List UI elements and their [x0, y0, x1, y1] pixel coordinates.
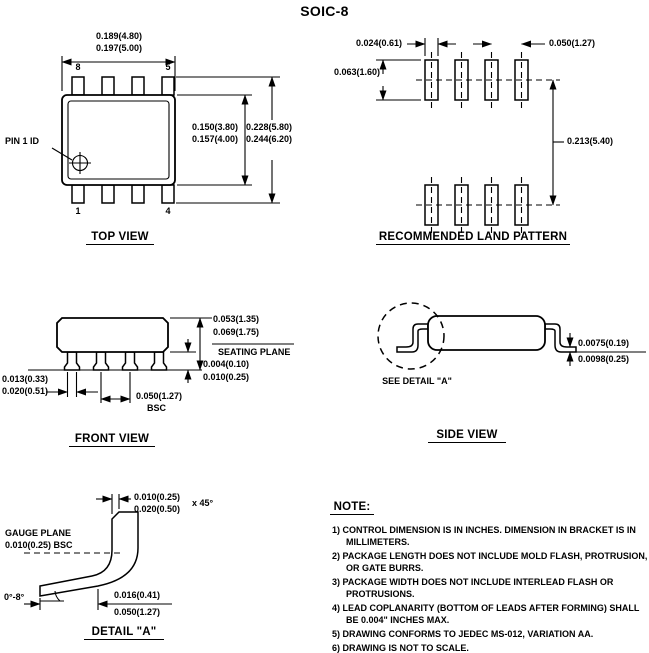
note-item: 5) DRAWING CONFORMS TO JEDEC MS-012, VAR…	[332, 629, 594, 639]
front-view-dimension-lines	[46, 317, 294, 403]
note-item: 4) LEAD COPLANARITY (BOTTOM OF LEADS AFT…	[332, 603, 640, 625]
dim-side-lead-thickness-max: 0.0098(0.25)	[578, 354, 630, 364]
land-pattern-pads	[424, 59, 529, 226]
detail-a-dimension-lines	[24, 494, 172, 610]
dim-front-lead-width-max: 0.020(0.51)	[2, 386, 49, 396]
lead	[121, 351, 139, 371]
detail-a-drawing	[24, 494, 172, 610]
dim-top-overall-span-max: 0.244(6.20)	[246, 134, 293, 144]
seating-plane-label: SEATING PLANE	[218, 347, 291, 357]
dim-detail-foot-length-min: 0.016(0.41)	[114, 590, 161, 600]
detail-a-lead	[39, 511, 139, 597]
side-view-dimension-lines	[566, 333, 646, 366]
land-pattern-drawing	[376, 38, 564, 233]
front-view-caption: FRONT VIEW	[69, 432, 155, 447]
dim-detail-foot-angle: 0°-8°	[4, 592, 25, 602]
pin-number-1: 1	[75, 206, 81, 216]
note-item: 2) PACKAGE LENGTH DOES NOT INCLUDE MOLD …	[332, 551, 648, 573]
pin	[101, 76, 115, 96]
side-view-lead-left	[396, 323, 429, 353]
side-view-lead-right	[544, 323, 577, 353]
dim-front-standoff-max: 0.010(0.25)	[203, 372, 250, 382]
side-view-body	[427, 315, 546, 351]
dim-front-height-min: 0.053(1.35)	[213, 314, 260, 324]
dim-top-body-width-min: 0.189(4.80)	[95, 31, 143, 41]
pin	[161, 76, 175, 96]
pin1-id-marker	[69, 152, 91, 174]
pin	[71, 184, 85, 204]
dim-detail-chamfer-max: 0.020(0.50)	[134, 504, 181, 514]
package-body-inner-outline	[67, 100, 170, 180]
dim-top-body-depth-min: 0.150(3.80)	[191, 122, 238, 132]
note-item: 1) CONTROL DIMENSION IS IN INCHES. DIMEN…	[332, 525, 636, 547]
dim-detail-chamfer-min: 0.010(0.25)	[134, 492, 181, 502]
pin	[161, 184, 175, 204]
dim-top-body-width-max: 0.197(5.00)	[95, 43, 143, 53]
pin-number-4: 4	[165, 206, 171, 216]
dim-land-row-span: 0.213(5.40)	[567, 136, 614, 146]
dim-detail-chamfer-angle: x 45°	[192, 498, 214, 508]
pin-number-8: 8	[75, 62, 81, 72]
note-item: 3) PACKAGE WIDTH DOES NOT INCLUDE INTERL…	[332, 577, 614, 599]
land-pattern-dimension-lines	[376, 38, 564, 206]
dim-detail-foot-length-max: 0.050(1.27)	[114, 607, 161, 617]
see-detail-a-label: SEE DETAIL "A"	[382, 376, 452, 386]
dim-top-body-depth-max: 0.157(4.00)	[191, 134, 238, 144]
dim-land-pad-pitch: 0.050(1.27)	[549, 38, 596, 48]
package-body	[61, 94, 176, 186]
land-pattern-caption: RECOMMENDED LAND PATTERN	[376, 230, 570, 245]
dim-front-lead-pitch: 0.050(1.27)	[136, 391, 183, 401]
dim-side-lead-thickness-min: 0.0075(0.19)	[578, 338, 630, 348]
lead	[63, 351, 81, 371]
dim-front-standoff-min: 0.004(0.10)	[203, 359, 250, 369]
gauge-plane-label: GAUGE PLANE	[5, 528, 72, 538]
front-view-body	[56, 317, 169, 353]
top-view-drawing	[51, 56, 280, 204]
front-view-leads	[63, 351, 168, 371]
side-view-drawing	[377, 302, 646, 370]
dim-front-lead-width-min: 0.013(0.33)	[2, 374, 49, 384]
top-view-pins	[71, 76, 175, 204]
dim-top-overall-span-min: 0.228(5.80)	[246, 122, 293, 132]
dim-front-height-max: 0.069(1.75)	[213, 327, 260, 337]
notes-list: 1) CONTROL DIMENSION IS IN INCHES. DIMEN…	[332, 524, 648, 653]
note-item: 6) DRAWING IS NOT TO SCALE.	[332, 643, 469, 653]
page-title: SOIC-8	[300, 3, 349, 19]
notes-heading: NOTE:	[330, 500, 374, 515]
pin1-leader-line	[51, 147, 73, 161]
pin	[71, 76, 85, 96]
gauge-plane-value: 0.010(0.25) BSC	[5, 540, 73, 550]
detail-a-caption: DETAIL "A"	[84, 625, 164, 640]
lead	[150, 351, 168, 371]
land-pattern-centerlines	[416, 52, 560, 233]
pin	[101, 184, 115, 204]
side-view-caption: SIDE VIEW	[428, 428, 506, 443]
pin	[131, 184, 145, 204]
dim-land-pad-width: 0.024(0.61)	[355, 38, 402, 48]
pin	[131, 76, 145, 96]
dim-front-lead-pitch-bsc: BSC	[147, 403, 167, 413]
front-view-drawing	[28, 317, 294, 403]
lead	[92, 351, 110, 371]
detail-a-reference-circle	[377, 302, 445, 370]
pin-number-5: 5	[165, 62, 171, 72]
dim-land-pad-height: 0.063(1.60)	[333, 67, 380, 77]
top-view-dimension-lines	[61, 56, 280, 204]
pin1-id-label: PIN 1 ID	[5, 136, 40, 146]
top-view-caption: TOP VIEW	[86, 230, 154, 245]
